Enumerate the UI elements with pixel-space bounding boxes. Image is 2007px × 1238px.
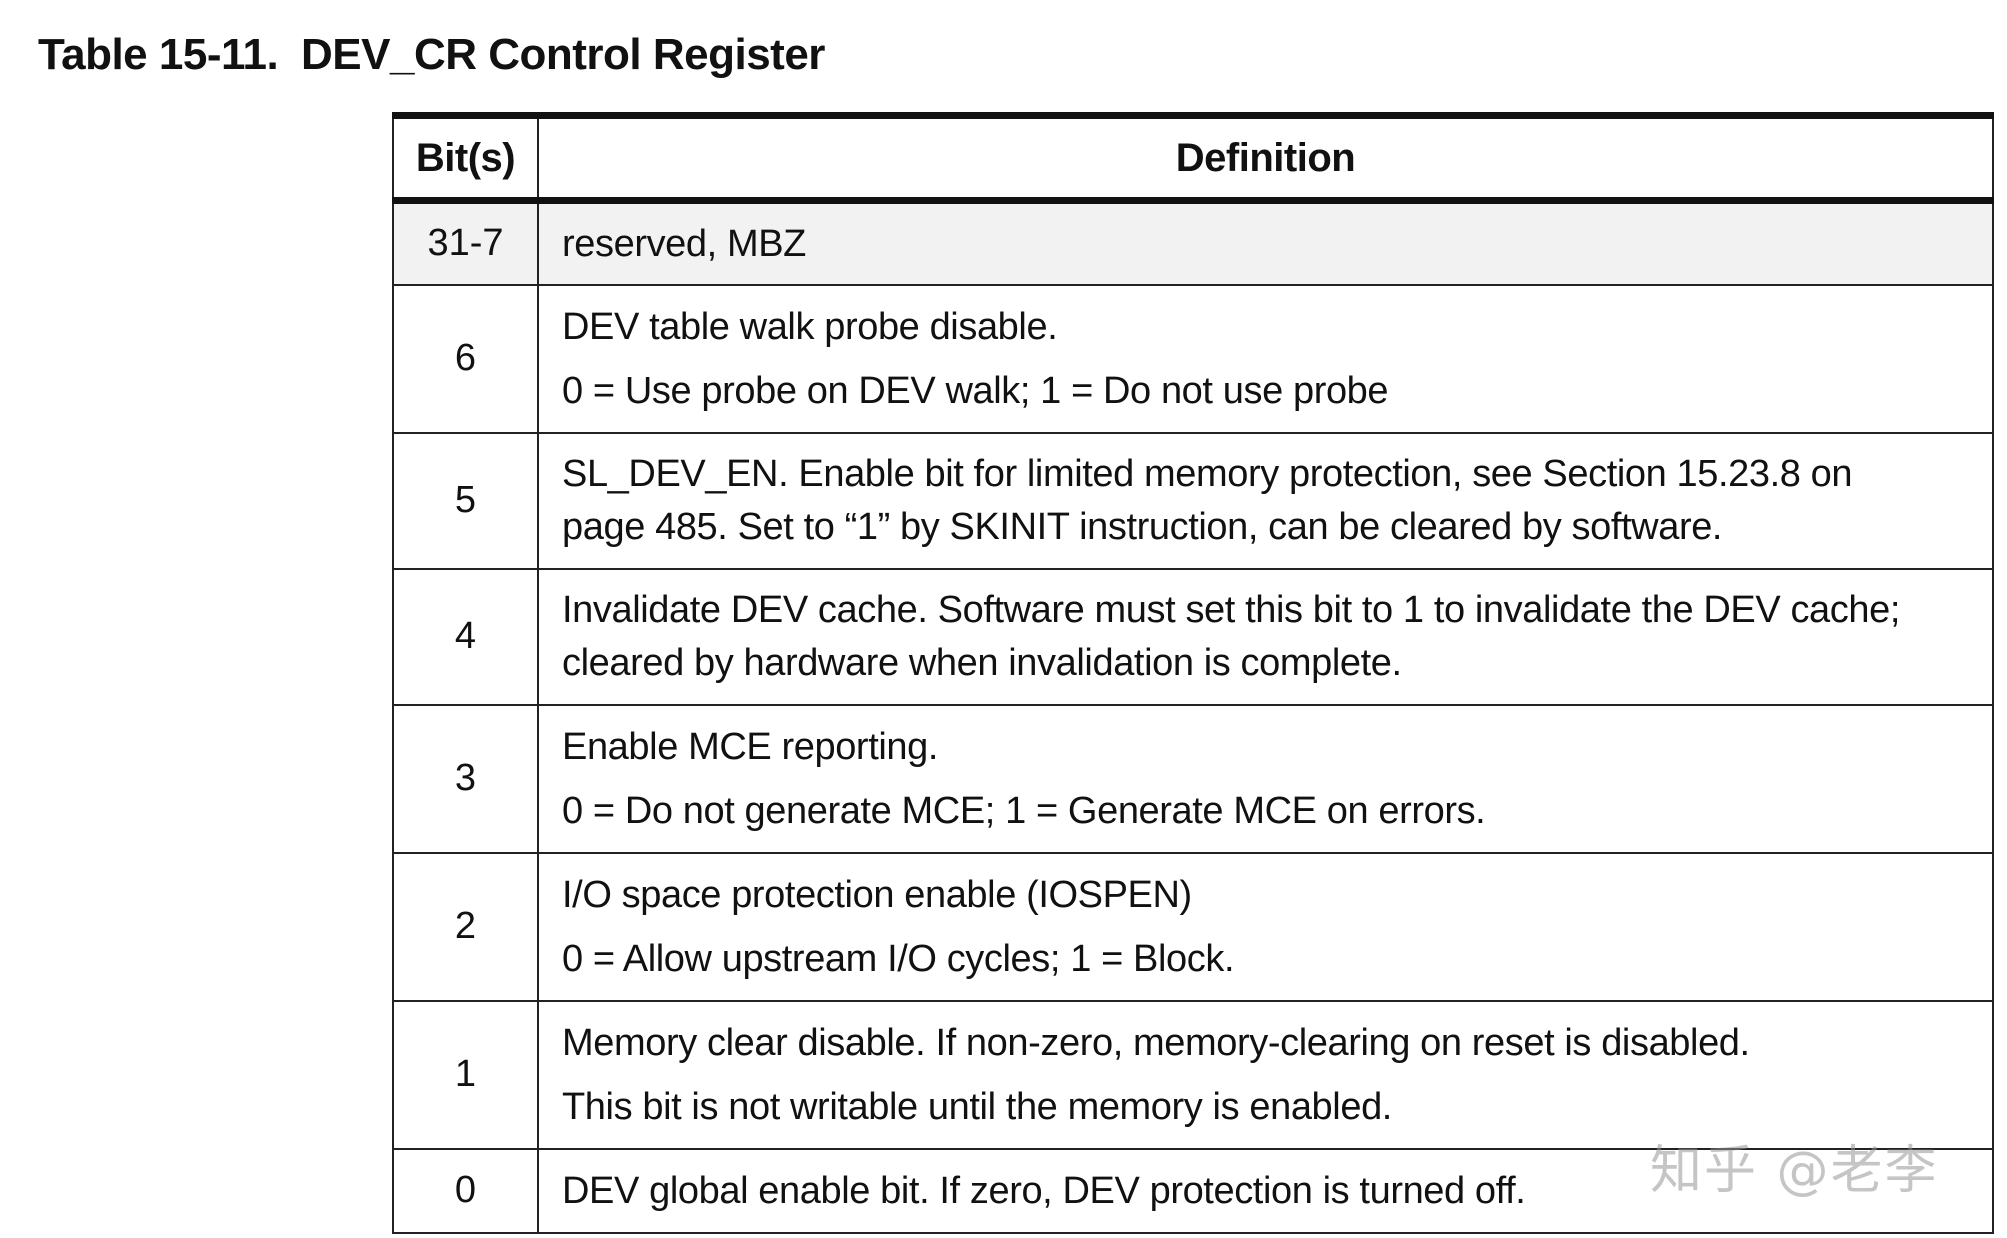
bits-cell: 1	[392, 1000, 539, 1150]
bits-cell: 31-7	[392, 200, 539, 286]
table-row: 1 Memory clear disable. If non-zero, mem…	[392, 1000, 1994, 1150]
definition-line: 0 = Do not generate MCE; 1 = Generate MC…	[562, 789, 1486, 832]
bits-cell: 6	[392, 284, 539, 434]
definition-line: This bit is not writable until the memor…	[562, 1085, 1392, 1128]
definition-line: 0 = Allow upstream I/O cycles; 1 = Block…	[562, 937, 1235, 980]
table-title: DEV_CR Control Register	[301, 30, 825, 79]
definition-line: 0 = Use probe on DEV walk; 1 = Do not us…	[562, 369, 1389, 412]
table-number: Table 15-11.	[38, 30, 279, 79]
definition-cell: Enable MCE reporting. 0 = Do not generat…	[537, 704, 1994, 854]
definition-cell: SL_DEV_EN. Enable bit for limited memory…	[537, 432, 1994, 570]
definition-line: DEV table walk probe disable.	[562, 305, 1058, 348]
definition-cell: I/O space protection enable (IOSPEN) 0 =…	[537, 852, 1994, 1002]
definition-line: page 485. Set to “1” by SKINIT instructi…	[562, 505, 1723, 548]
bits-cell: 0	[392, 1148, 539, 1234]
table-row: 5 SL_DEV_EN. Enable bit for limited memo…	[392, 432, 1994, 570]
table-row: 31-7 reserved, MBZ	[392, 200, 1994, 286]
bits-cell: 4	[392, 568, 539, 706]
definition-line: cleared by hardware when invalidation is…	[562, 641, 1402, 684]
definition-line: Enable MCE reporting.	[562, 725, 939, 768]
table-row: 2 I/O space protection enable (IOSPEN) 0…	[392, 852, 1994, 1002]
table-row: 4 Invalidate DEV cache. Software must se…	[392, 568, 1994, 706]
table-row: 6 DEV table walk probe disable. 0 = Use …	[392, 284, 1994, 434]
bits-cell: 3	[392, 704, 539, 854]
definition-cell: Invalidate DEV cache. Software must set …	[537, 568, 1994, 706]
definition-line: Invalidate DEV cache. Software must set …	[562, 588, 1901, 631]
bits-cell: 5	[392, 432, 539, 570]
definition-line: SL_DEV_EN. Enable bit for limited memory…	[562, 452, 1853, 495]
definition-cell: DEV table walk probe disable. 0 = Use pr…	[537, 284, 1994, 434]
watermark: 知乎 @老李	[1650, 1141, 1939, 1201]
register-table: Bit(s) Definition 31-7 reserved, MBZ 6 D…	[392, 112, 1994, 1234]
table-header-row: Bit(s) Definition	[392, 112, 1994, 204]
definition-cell: DEV global enable bit. If zero, DEV prot…	[537, 1148, 1994, 1234]
definition-line: DEV global enable bit. If zero, DEV prot…	[562, 1169, 1526, 1212]
definition-line: reserved, MBZ	[562, 222, 806, 265]
header-definition: Definition	[537, 112, 1994, 204]
header-bits: Bit(s)	[392, 112, 539, 204]
bits-cell: 2	[392, 852, 539, 1002]
definition-line: I/O space protection enable (IOSPEN)	[562, 873, 1192, 916]
definition-line: Memory clear disable. If non-zero, memor…	[562, 1021, 1750, 1064]
table-row: 3 Enable MCE reporting. 0 = Do not gener…	[392, 704, 1994, 854]
definition-cell: reserved, MBZ	[537, 200, 1994, 286]
definition-cell: Memory clear disable. If non-zero, memor…	[537, 1000, 1994, 1150]
table-caption: Table 15-11. DEV_CR Control Register	[38, 30, 825, 80]
table-row: 0 DEV global enable bit. If zero, DEV pr…	[392, 1148, 1994, 1234]
